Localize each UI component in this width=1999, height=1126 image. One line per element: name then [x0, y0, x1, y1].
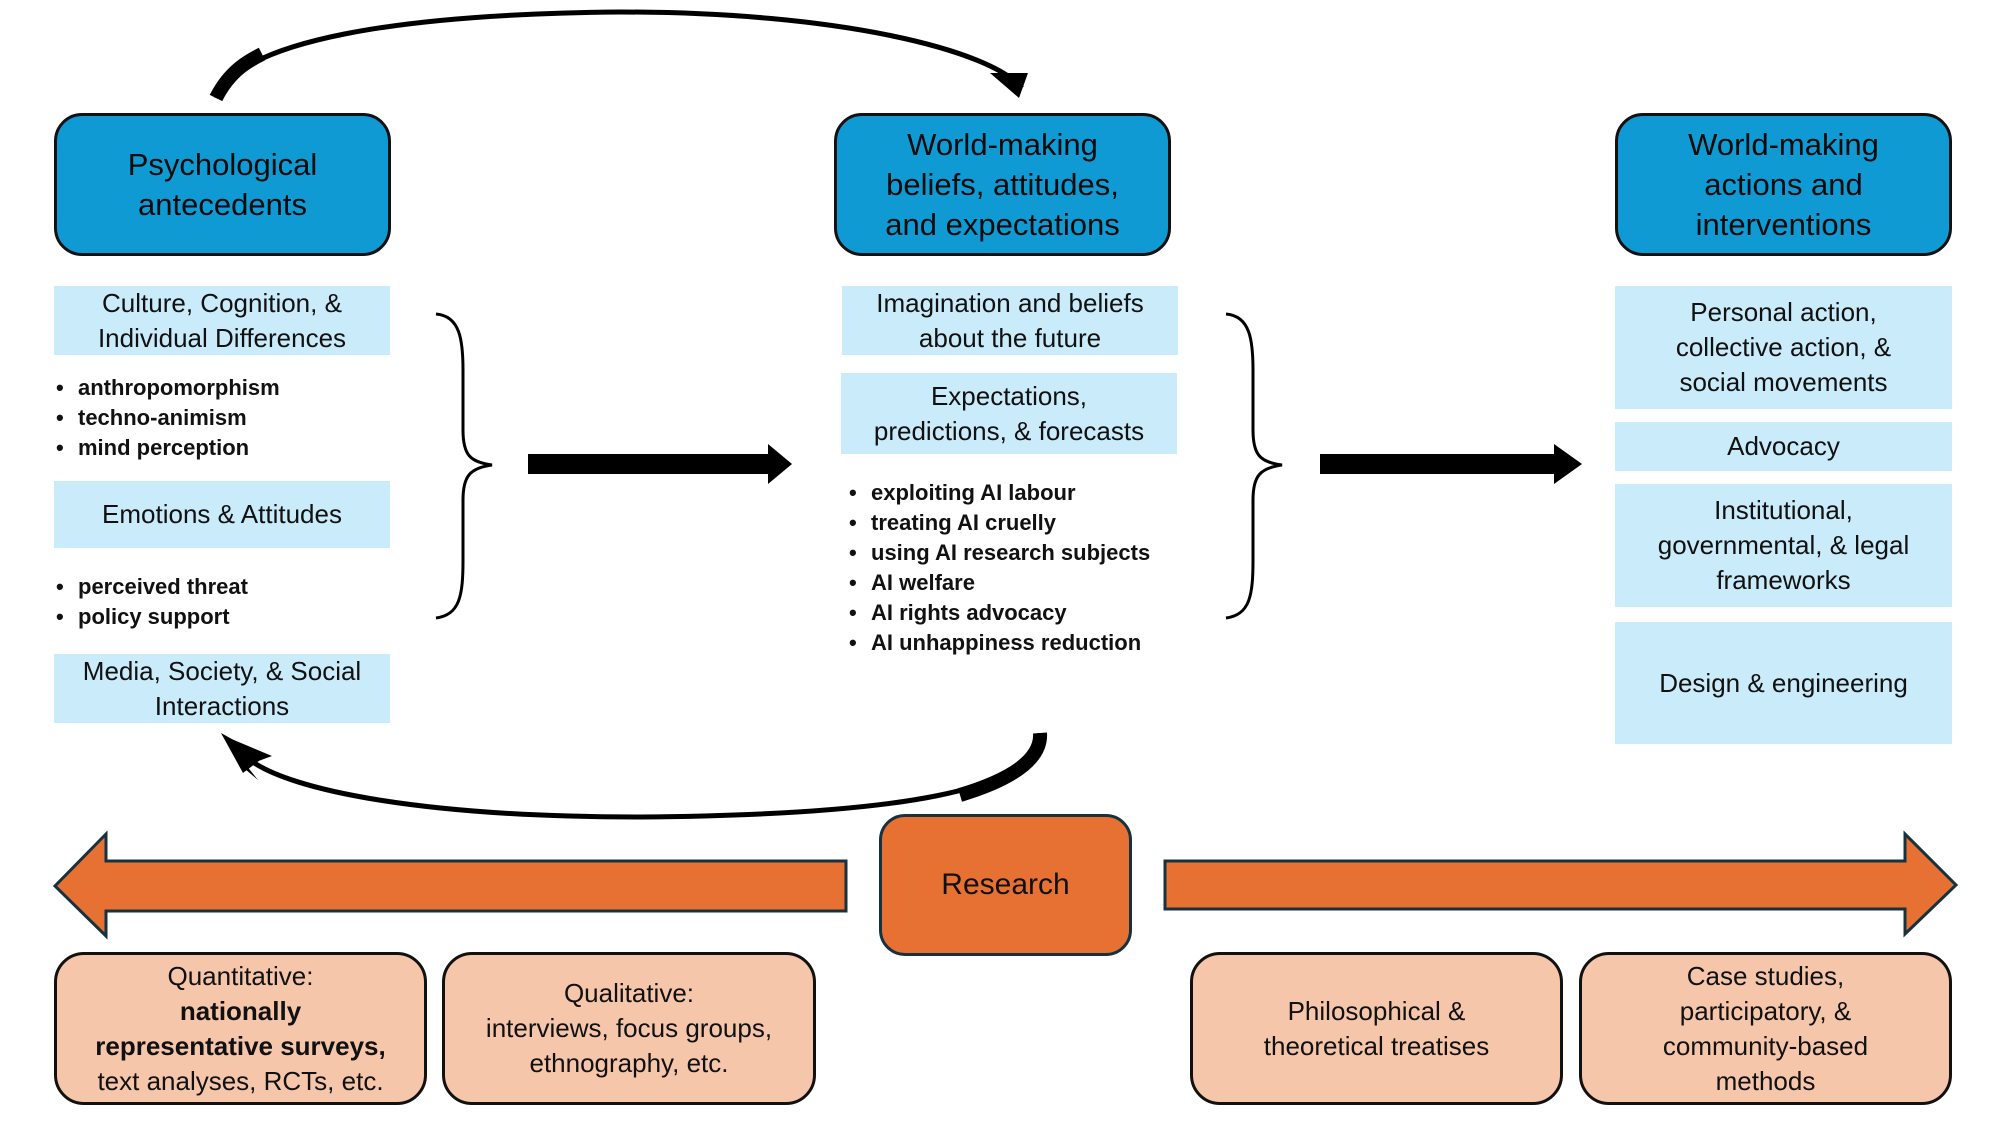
- method-qualitative: Qualitative: interviews, focus groups, e…: [442, 952, 816, 1105]
- antecedents-title-line: Psychological: [127, 146, 318, 182]
- antecedents-title-line: antecedents: [138, 186, 307, 222]
- list-item: using AI research subjects: [849, 538, 1229, 568]
- category-label: Culture, Cognition, &: [102, 287, 342, 318]
- method-case-studies: Case studies, participatory, & community…: [1579, 952, 1952, 1105]
- category-label: Advocacy: [1727, 431, 1840, 461]
- list-item: mind perception: [56, 433, 396, 463]
- beliefs-header: World-making beliefs, attitudes, and exp…: [834, 113, 1171, 256]
- arrow-beliefs-to-actions: [1320, 444, 1582, 484]
- category-label: Individual Differences: [97, 322, 347, 353]
- category-label: about the future: [918, 322, 1102, 353]
- category-label: Design & engineering: [1659, 667, 1908, 698]
- category-expectations: Expectations, predictions, & forecasts: [841, 373, 1177, 454]
- method-line: text analyses, RCTs, etc.: [97, 1065, 384, 1096]
- research-arrow-left: [52, 830, 848, 940]
- actions-title-line: World-making: [1688, 126, 1879, 162]
- category-label: predictions, & forecasts: [873, 415, 1145, 446]
- beliefs-title-line: World-making: [907, 126, 1098, 162]
- method-line: methods: [1715, 1065, 1816, 1096]
- list-item: AI unhappiness reduction: [849, 628, 1229, 658]
- category-label: social movements: [1679, 367, 1888, 397]
- list-item: exploiting AI labour: [849, 478, 1229, 508]
- category-media-society: Media, Society, & Social Interactions: [54, 654, 390, 723]
- method-line: theoretical treatises: [1263, 1030, 1490, 1061]
- beliefs-title-line: and expectations: [885, 206, 1120, 242]
- category-label: governmental, & legal: [1657, 530, 1910, 560]
- antecedents-bullet-list-2: perceived threat policy support: [56, 572, 396, 632]
- arrow-antecedents-to-beliefs: [528, 444, 792, 484]
- actions-header: World-making actions and interventions: [1615, 113, 1952, 256]
- brace-beliefs: [1225, 312, 1283, 620]
- method-line: participatory, &: [1679, 995, 1852, 1026]
- bottom-curved-arrow: [221, 732, 1048, 820]
- actions-title-line: actions and: [1704, 166, 1863, 202]
- method-line: Case studies,: [1686, 960, 1845, 991]
- list-item: perceived threat: [56, 572, 396, 602]
- category-label: Interactions: [154, 690, 290, 721]
- research-box: Research: [879, 814, 1132, 956]
- method-line-bold: nationally: [179, 995, 302, 1026]
- method-line: community-based: [1662, 1030, 1869, 1061]
- category-culture-cognition: Culture, Cognition, & Individual Differe…: [54, 286, 390, 355]
- antecedents-header: Psychological antecedents: [54, 113, 391, 256]
- category-label: Personal action,: [1690, 297, 1877, 327]
- category-design-engineering: Design & engineering: [1615, 622, 1952, 744]
- list-item: treating AI cruelly: [849, 508, 1229, 538]
- list-item: AI welfare: [849, 568, 1229, 598]
- method-quantitative: Quantitative: nationally representative …: [54, 952, 427, 1105]
- list-item: anthropomorphism: [56, 373, 396, 403]
- beliefs-bullet-list: exploiting AI labour treating AI cruelly…: [849, 478, 1229, 658]
- method-line: Quantitative:: [167, 960, 314, 991]
- category-label: frameworks: [1716, 565, 1851, 595]
- category-label: collective action, &: [1675, 332, 1892, 362]
- method-line: ethnography, etc.: [529, 1048, 729, 1078]
- category-label: Expectations,: [930, 380, 1088, 411]
- category-advocacy: Advocacy: [1615, 422, 1952, 471]
- method-line: interviews, focus groups,: [485, 1013, 773, 1043]
- method-line: Philosophical &: [1287, 995, 1466, 1026]
- category-personal-collective-action: Personal action, collective action, & so…: [1615, 286, 1952, 409]
- category-institutional-frameworks: Institutional, governmental, & legal fra…: [1615, 484, 1952, 607]
- top-curved-arrow: [209, 9, 1028, 102]
- research-arrow-right: [1163, 830, 1959, 938]
- method-line: Qualitative:: [563, 978, 695, 1008]
- category-label: Media, Society, & Social: [82, 655, 362, 686]
- list-item: techno-animism: [56, 403, 396, 433]
- method-philosophical: Philosophical & theoretical treatises: [1190, 952, 1563, 1105]
- category-label: Imagination and beliefs: [876, 287, 1144, 318]
- brace-antecedents: [435, 312, 493, 620]
- category-label: Institutional,: [1714, 495, 1853, 525]
- category-imagination-beliefs: Imagination and beliefs about the future: [842, 286, 1178, 355]
- research-label: Research: [941, 868, 1070, 901]
- category-label: Emotions & Attitudes: [102, 499, 342, 529]
- category-emotions-attitudes: Emotions & Attitudes: [54, 481, 390, 548]
- method-line-bold: representative surveys,: [95, 1030, 386, 1061]
- list-item: policy support: [56, 602, 396, 632]
- antecedents-bullet-list-1: anthropomorphism techno-animism mind per…: [56, 373, 396, 463]
- actions-title-line: interventions: [1695, 206, 1872, 242]
- beliefs-title-line: beliefs, attitudes,: [886, 166, 1119, 202]
- list-item: AI rights advocacy: [849, 598, 1229, 628]
